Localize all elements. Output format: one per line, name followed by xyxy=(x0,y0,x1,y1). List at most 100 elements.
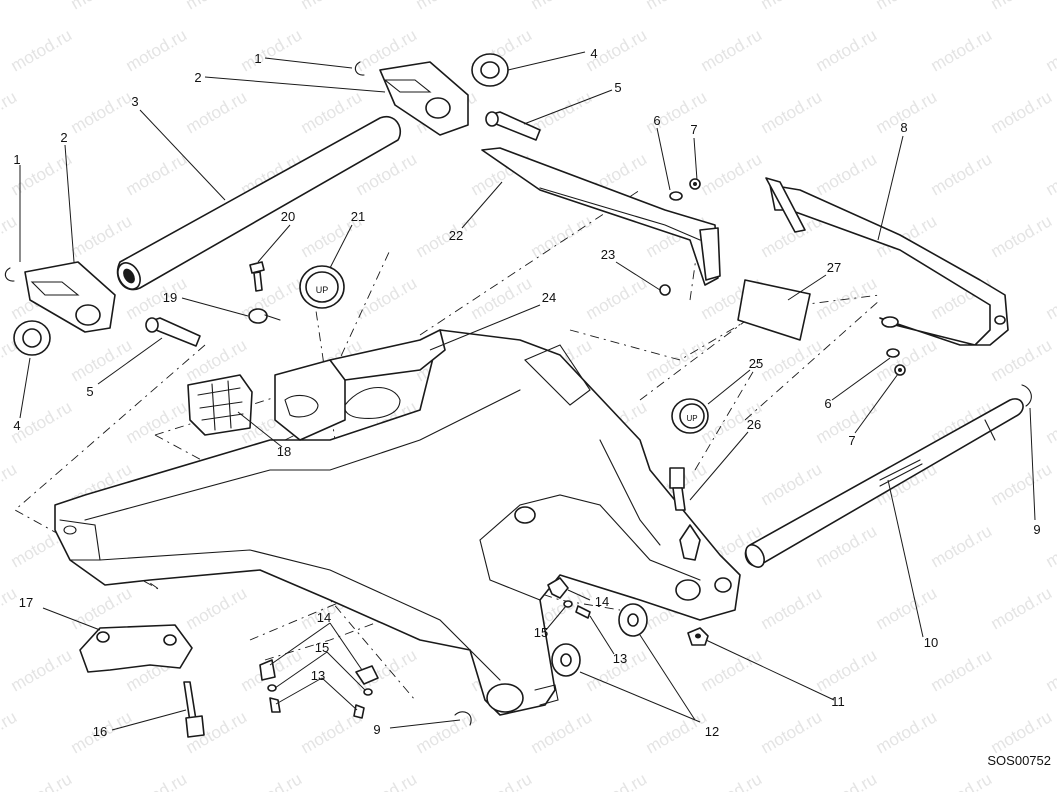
callout-6-top: 6 xyxy=(653,113,660,128)
callout-9-right: 9 xyxy=(1033,522,1040,537)
watermark-text: motod.ru xyxy=(583,273,651,323)
callout-2-top: 2 xyxy=(194,70,201,85)
watermark-text: motod.ru xyxy=(698,645,766,695)
watermark-text: motod.ru xyxy=(353,273,421,323)
watermark-text: motod.ru xyxy=(1043,273,1057,323)
circlip-left xyxy=(4,267,15,282)
watermark-text: motod.ru xyxy=(183,0,251,13)
callout-5-left: 5 xyxy=(86,384,93,399)
watermark-text: motod.ru xyxy=(468,273,536,323)
watermark-text: motod.ru xyxy=(68,583,136,633)
watermark-text: motod.ru xyxy=(8,25,76,75)
watermark-text: motod.ru xyxy=(123,25,191,75)
callout-19: 19 xyxy=(163,290,177,305)
callout-11: 11 xyxy=(831,694,845,709)
watermark-text: motod.ru xyxy=(813,149,881,199)
swingarm-body xyxy=(54,329,741,716)
screw-7-right xyxy=(894,364,906,376)
watermark-text: motod.ru xyxy=(758,87,826,137)
watermark-text: motod.ru xyxy=(928,769,996,792)
watermark-text: motod.ru xyxy=(988,335,1056,385)
callout-20: 20 xyxy=(281,209,295,224)
cap-25: UP xyxy=(671,398,709,434)
chain-guard xyxy=(481,147,721,286)
watermark-text: motod.ru xyxy=(758,583,826,633)
watermark-text: motod.ru xyxy=(698,25,766,75)
watermark-text: motod.ru xyxy=(873,583,941,633)
callout-4-top: 4 xyxy=(590,46,597,61)
bracket-bolt xyxy=(183,681,205,738)
watermark-text: motod.ru xyxy=(813,769,881,792)
clip-14-right xyxy=(547,577,569,599)
watermark-text: motod.ru xyxy=(928,645,996,695)
chain-cover xyxy=(765,177,1009,346)
watermark-text: motod.ru xyxy=(928,149,996,199)
watermark-text: motod.ru xyxy=(183,87,251,137)
callout-25: 25 xyxy=(749,356,763,371)
watermark-text: motod.ru xyxy=(238,25,306,75)
screw-13-right xyxy=(575,605,591,619)
watermark-text: motod.ru xyxy=(0,459,20,509)
callout-23: 23 xyxy=(601,247,615,262)
callout-8: 8 xyxy=(900,120,907,135)
chain-adjuster-left xyxy=(24,261,116,333)
callout-13-left: 13 xyxy=(311,668,325,683)
watermark-text: motod.ru xyxy=(873,0,941,13)
pivot-tube xyxy=(116,115,402,291)
callout-4-left: 4 xyxy=(13,418,20,433)
watermark-text: motod.ru xyxy=(528,0,596,13)
watermark-text: motod.ru xyxy=(68,335,136,385)
bushing-top xyxy=(471,53,509,87)
watermark-text: motod.ru xyxy=(1043,769,1057,792)
drawing-code: SOS00752 xyxy=(987,753,1051,768)
watermark-text: motod.ru xyxy=(68,0,136,13)
watermark-text: motod.ru xyxy=(813,397,881,447)
watermark-text: motod.ru xyxy=(298,0,366,13)
chain-adjuster-top xyxy=(379,61,469,136)
watermark-text: motod.ru xyxy=(413,0,481,13)
watermark-text: motod.ru xyxy=(68,211,136,261)
rubber-pad xyxy=(187,374,253,436)
washer-15-mid xyxy=(363,688,373,696)
watermark-text: motod.ru xyxy=(68,87,136,137)
watermark-text: motod.ru xyxy=(1043,397,1057,447)
watermark-text: motod.ru xyxy=(758,0,826,13)
watermark-text: motod.ru xyxy=(1043,25,1057,75)
watermark-text: motod.ru xyxy=(928,25,996,75)
watermark-text: motod.ru xyxy=(0,707,20,757)
watermark-text: motod.ru xyxy=(528,211,596,261)
screw-13-mid xyxy=(353,704,365,719)
callout-7-right: 7 xyxy=(848,433,855,448)
watermark-text: motod.ru xyxy=(8,645,76,695)
bolt-26 xyxy=(669,467,686,511)
callout-13-right: 13 xyxy=(613,651,627,666)
screw-7-top xyxy=(689,178,701,190)
watermark-text: motod.ru xyxy=(353,769,421,792)
circlip-top xyxy=(354,61,365,76)
callout-12: 12 xyxy=(705,724,719,739)
callout-10: 10 xyxy=(924,635,938,650)
watermark-text: motod.ru xyxy=(528,707,596,757)
watermark-text: motod.ru xyxy=(468,769,536,792)
callout-18: 18 xyxy=(277,444,291,459)
watermark-text: motod.ru xyxy=(583,769,651,792)
adjuster-bolt-top xyxy=(485,111,541,141)
watermark-text: motod.ru xyxy=(643,707,711,757)
watermark-text: motod.ru xyxy=(988,707,1056,757)
callout-1-left: 1 xyxy=(13,152,20,167)
callout-numbers: 1 2 3 4 5 6 7 8 1 2 4 5 22 23 20 21 19 1… xyxy=(13,46,1040,739)
callout-27: 27 xyxy=(827,260,841,275)
clip-14-mid xyxy=(355,665,379,685)
watermark-text: motod.ru xyxy=(758,459,826,509)
watermark-text: motod.ru xyxy=(183,583,251,633)
callout-2-left: 2 xyxy=(60,130,67,145)
watermark-text: motod.ru xyxy=(813,25,881,75)
svg-text:UP: UP xyxy=(316,285,329,295)
watermark-text: motod.ru xyxy=(928,521,996,571)
washer-6-top xyxy=(669,191,683,201)
callout-24: 24 xyxy=(542,290,556,305)
watermark-text: motod.ru xyxy=(988,87,1056,137)
callout-7-top: 7 xyxy=(690,122,697,137)
watermark-text: motod.ru xyxy=(643,0,711,13)
